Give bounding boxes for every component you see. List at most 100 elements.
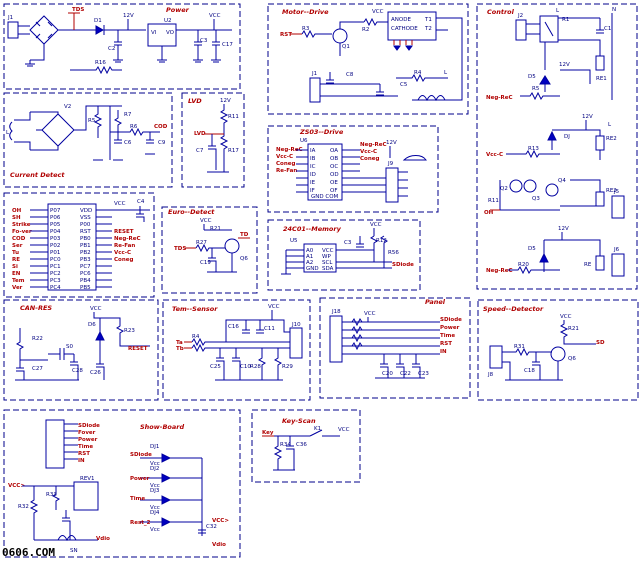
temp-title: Tem--Sensor: [172, 305, 218, 313]
svg-text:D5: D5: [528, 246, 536, 252]
svg-text:DJ: DJ: [564, 134, 570, 140]
svg-text:Vcc: Vcc: [150, 461, 160, 467]
svg-text:IE: IE: [310, 180, 316, 186]
svg-text:R13: R13: [528, 146, 539, 152]
svg-text:VCC: VCC: [338, 427, 350, 433]
lvd-circuit: 12V R11 R17 LVD C7: [194, 98, 239, 173]
tem-sensor-block: [162, 299, 311, 401]
svg-text:P03: P03: [50, 236, 61, 242]
svg-text:VCC: VCC: [209, 13, 221, 19]
svg-text:Vdio: Vdio: [96, 536, 110, 542]
svg-text:VO: VO: [166, 30, 175, 36]
svg-text:Vdio: Vdio: [212, 542, 226, 548]
svg-text:Vcc-C: Vcc-C: [360, 149, 377, 155]
svg-text:C6: C6: [124, 140, 132, 146]
svg-text:IA: IA: [310, 148, 316, 154]
svg-text:Neg-ReC: Neg-ReC: [114, 236, 141, 242]
svg-text:R4: R4: [192, 334, 200, 340]
svg-text:VCC: VCC: [560, 314, 572, 320]
svg-text:P00: P00: [80, 222, 91, 228]
svg-text:Tem: Tem: [12, 278, 25, 284]
svg-text:U2: U2: [164, 18, 172, 24]
svg-text:OA: OA: [330, 148, 338, 154]
svg-text:OH: OH: [12, 208, 22, 214]
svg-text:C25: C25: [210, 364, 221, 370]
svg-text:K1: K1: [314, 426, 321, 432]
svg-text:C23: C23: [418, 371, 429, 377]
svg-text:Re-Fan: Re-Fan: [276, 168, 297, 174]
can-title: CAN-RES: [20, 304, 52, 312]
svg-text:C10: C10: [240, 364, 251, 370]
svg-text:PB3: PB3: [80, 257, 91, 263]
svg-text:J8: J8: [487, 372, 494, 378]
svg-text:R21: R21: [210, 226, 221, 232]
svg-text:Power: Power: [78, 437, 98, 443]
svg-text:DJ2: DJ2: [150, 466, 159, 472]
svg-text:VCC: VCC: [372, 9, 384, 15]
svg-text:IN: IN: [78, 458, 85, 464]
svg-text:R17: R17: [228, 148, 239, 154]
svg-text:P07: P07: [50, 208, 61, 214]
svg-text:U5: U5: [290, 238, 298, 244]
svg-text:J10: J10: [291, 322, 301, 328]
svg-text:Q4: Q4: [558, 178, 566, 184]
speed-detector-circuit: VCC R21 SD J8 R31 C18 Q6: [487, 314, 605, 381]
speed-title: Speed--Detector: [483, 305, 544, 313]
svg-text:12V: 12V: [386, 140, 397, 146]
svg-text:RST: RST: [80, 229, 91, 235]
svg-text:C16: C16: [228, 324, 239, 330]
svg-text:Strike: Strike: [12, 222, 31, 228]
svg-text:L: L: [556, 8, 560, 14]
svg-text:J1: J1: [311, 71, 317, 77]
svg-text:RESET: RESET: [114, 229, 134, 235]
svg-text:R5: R5: [88, 118, 96, 124]
svg-text:Re-Fan: Re-Fan: [114, 243, 135, 249]
svg-text:P02: P02: [50, 243, 60, 249]
svg-text:SD: SD: [596, 340, 605, 346]
svg-text:PB4: PB4: [80, 278, 91, 284]
svg-text:RE2: RE2: [606, 188, 617, 194]
svg-text:Si: Si: [12, 264, 18, 270]
show-title: Show-Board: [140, 423, 184, 431]
key-scan-circuit: Key K1 VCC R34 C36: [262, 426, 350, 471]
svg-text:R21: R21: [568, 326, 579, 332]
svg-text:D5: D5: [528, 74, 536, 80]
mcu-block: [3, 192, 155, 298]
svg-text:IB: IB: [310, 156, 316, 162]
svg-text:R23: R23: [124, 328, 135, 334]
svg-text:PC3: PC3: [50, 278, 61, 284]
svg-text:Vcc-C: Vcc-C: [486, 152, 503, 158]
svg-text:S0: S0: [66, 344, 73, 350]
svg-text:R32: R32: [18, 504, 29, 510]
svg-text:A1: A1: [306, 254, 313, 260]
svg-text:R3: R3: [302, 26, 310, 32]
svg-text:Ser: Ser: [12, 243, 23, 249]
svg-text:U6: U6: [300, 138, 308, 144]
svg-text:PC4: PC4: [50, 285, 61, 291]
svg-text:C7: C7: [196, 148, 204, 154]
svg-text:SDiode: SDiode: [130, 452, 152, 458]
power-block: [3, 3, 241, 90]
svg-text:DJ4: DJ4: [150, 510, 160, 516]
svg-text:Time: Time: [130, 496, 145, 502]
svg-text:C26: C26: [90, 370, 101, 376]
svg-text:RE2: RE2: [606, 136, 617, 142]
svg-text:Neg-ReC: Neg-ReC: [486, 95, 513, 101]
power-title: Power: [166, 6, 190, 14]
svg-text:C19: C19: [200, 260, 211, 266]
svg-text:T1: T1: [424, 17, 432, 23]
svg-text:Key: Key: [262, 430, 274, 436]
svg-text:C3: C3: [344, 240, 352, 246]
svg-text:OF: OF: [330, 188, 338, 194]
svg-text:SDA: SDA: [322, 266, 334, 272]
svg-text:Time: Time: [78, 444, 93, 450]
panel-title: Panel: [425, 298, 446, 306]
svg-text:IF: IF: [310, 188, 315, 194]
svg-text:Q6: Q6: [568, 356, 576, 362]
svg-text:Fover: Fover: [78, 430, 96, 436]
svg-text:ID: ID: [310, 172, 316, 178]
svg-text:12V: 12V: [558, 226, 569, 232]
svg-text:Neg-ReC: Neg-ReC: [360, 142, 387, 148]
